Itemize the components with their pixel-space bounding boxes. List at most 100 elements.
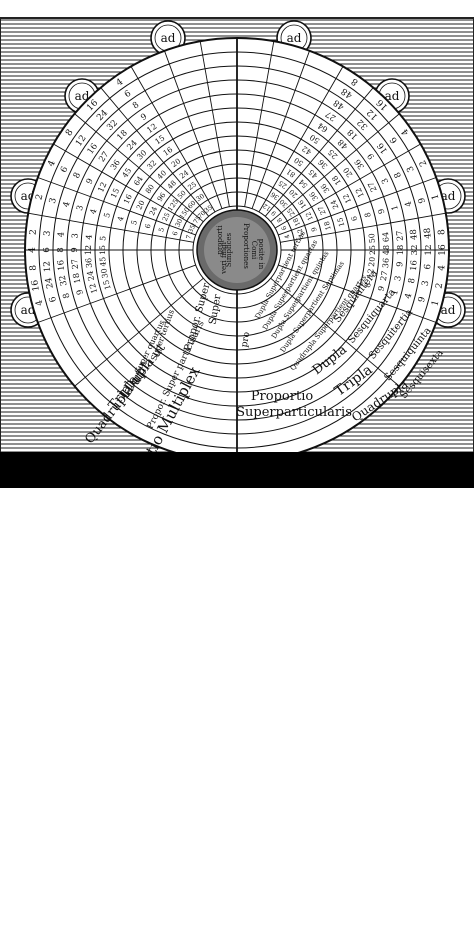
ratio-number: 15 [98, 245, 107, 255]
ratio-number: 36 [269, 190, 280, 201]
label-super: Super [207, 293, 223, 325]
spoke-line [164, 50, 223, 209]
ratio-number: 20 [134, 199, 146, 212]
ratio-number: 6 [171, 230, 180, 236]
ratio-number: 6 [388, 134, 400, 145]
spoke-line [74, 113, 204, 223]
spoke-line [280, 212, 446, 243]
ratio-number: 16 [297, 198, 308, 210]
ad-tab-label: ad [441, 303, 456, 317]
spoke-line [270, 277, 400, 387]
ratio-number: 12 [88, 282, 99, 294]
ratio-number: 4 [56, 232, 66, 238]
ad-tab-label: ad [441, 189, 456, 203]
hub-left-line-1: proporti [216, 225, 224, 255]
ratio-number: 24 [44, 276, 56, 289]
stock-footer-bar: alamy Image ID: 2K01J6G www.alamy.com [0, 452, 474, 935]
ratio-number: 5 [102, 212, 112, 219]
ratio-number: 30 [99, 268, 110, 279]
hub-right-line-3: posite in [257, 239, 265, 270]
ratio-number: 25 [285, 206, 296, 217]
ratio-number-grid: 2481643612246481632839271894123624125154… [28, 75, 448, 307]
ratio-number: 48 [409, 229, 420, 241]
ratio-number: 6 [123, 88, 134, 100]
ratio-number: 12 [42, 261, 53, 273]
ratio-number: 8 [72, 171, 83, 180]
ratio-number: 6 [281, 225, 289, 232]
ratio-number: 8 [56, 247, 66, 252]
ratio-number: 1 [430, 299, 441, 307]
ratio-number: 8 [131, 100, 141, 111]
ratio-number: 9 [69, 247, 79, 252]
ratio-number: 12 [262, 202, 273, 212]
ratio-number: 8 [407, 277, 418, 284]
ratio-number: 3 [42, 230, 52, 236]
ratio-number: 15 [109, 187, 121, 200]
ratio-number: 50 [367, 233, 377, 244]
ratio-number: 16 [438, 244, 448, 256]
spoke-line [199, 41, 230, 207]
ratio-number: 2 [29, 229, 39, 236]
ratio-number: 12 [304, 211, 315, 222]
ratio-number: 18 [291, 217, 302, 228]
ratio-number: 8 [363, 211, 373, 218]
hub-right-line-1: Proportiones [242, 223, 250, 269]
ratio-number: 5 [98, 235, 107, 241]
ratio-number: 24 [148, 205, 159, 217]
image-id-line: Image ID: 2K01J6G [369, 910, 466, 922]
ratio-number: 18 [395, 245, 405, 256]
ratio-number: 81 [285, 167, 297, 179]
ratio-number: 8 [64, 128, 76, 139]
ratio-number: 9 [310, 226, 319, 232]
spoke-line [251, 50, 310, 209]
ad-tab-label: ad [385, 89, 400, 103]
ratio-number: 4 [61, 201, 72, 209]
spoke-line [28, 212, 194, 243]
ratio-number: 4 [46, 159, 58, 169]
ratio-number: 6 [42, 247, 52, 253]
spoke-line [74, 277, 204, 387]
ratio-number: 30 [195, 192, 206, 203]
ratio-number: 1 [389, 204, 400, 212]
ratio-number: 16 [56, 260, 67, 272]
spoke-line [264, 87, 374, 217]
spoke-line [130, 66, 216, 213]
ratio-number: 9 [365, 151, 376, 161]
ratio-number: 4 [400, 126, 412, 137]
ratio-number: 24 [328, 198, 340, 211]
ratio-number: 9 [394, 261, 404, 267]
ratio-number: 25 [161, 211, 172, 222]
ratio-number: 25 [277, 179, 289, 190]
ratio-number: 9 [417, 296, 428, 304]
ratio-number: 7 [185, 234, 193, 240]
ratio-number: 24 [178, 168, 190, 180]
ratio-number: 45 [98, 256, 108, 267]
hub-right-line-2: Comi [250, 241, 258, 260]
ratio-number: 5 [129, 219, 139, 226]
ratio-number: 6 [48, 295, 59, 303]
spoke-line [53, 143, 200, 229]
ratio-number: 16 [30, 279, 42, 292]
ratio-number: 4 [34, 298, 45, 306]
ratio-number: 3 [392, 275, 403, 282]
radial-dividers [25, 38, 449, 387]
ratio-number: 6 [423, 263, 433, 270]
ratio-number: 4 [437, 264, 447, 271]
ratio-number: 96 [156, 191, 168, 203]
ratio-number: 6 [59, 165, 71, 175]
ratio-number: 8 [393, 170, 404, 179]
ratio-number: 36 [381, 258, 391, 269]
ratio-number: 2 [418, 158, 429, 167]
ratio-number: 2 [434, 282, 445, 289]
ratio-number: 27 [394, 230, 405, 241]
ratio-number: 4 [89, 208, 99, 215]
ratio-number: 27 [317, 205, 328, 216]
ratio-number: 9 [376, 208, 386, 215]
ratio-number: 16 [409, 260, 420, 272]
ratio-number: 48 [423, 227, 434, 239]
ratio-number: 1 [430, 193, 441, 201]
ad-tab-label: ad [161, 31, 176, 45]
ratio-number: 1 [389, 288, 400, 296]
ratio-number: 27 [366, 180, 378, 193]
